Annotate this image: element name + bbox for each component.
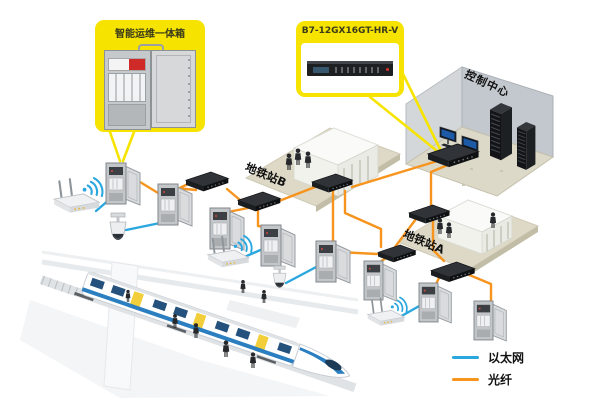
fiber-line-swatch — [452, 377, 479, 381]
wifi-access-point — [53, 177, 104, 214]
cabinet-open-door — [151, 50, 196, 128]
rackmount-switch-illustration — [307, 61, 393, 76]
cabinet-module-slots — [108, 73, 146, 102]
dome-camera — [108, 211, 128, 242]
dome-camera — [272, 264, 288, 289]
ethernet-line-swatch — [452, 355, 479, 359]
server-rack — [516, 121, 536, 171]
wall-converter-box — [315, 240, 351, 284]
cabinet-callout: 智能运维一体箱 — [95, 20, 205, 132]
legend-row-ethernet: 以太网 — [452, 346, 524, 368]
wifi-access-point — [366, 296, 408, 327]
legend-row-fiber: 光纤 — [452, 368, 524, 390]
wall-converter-box — [363, 260, 397, 302]
cabinet-controller-module — [108, 58, 146, 71]
switch-model-callout: B7-12GX16GT-HR-V — [296, 21, 404, 97]
wall-converter-box — [260, 224, 296, 268]
maintenance-cabinet-illustration — [104, 44, 196, 130]
fiber-legend-label: 光纤 — [488, 372, 513, 387]
switch-photo-panel — [301, 43, 399, 93]
switch-display — [313, 67, 329, 73]
switch-power-led — [386, 68, 389, 71]
server-rack — [489, 102, 513, 161]
fiber-switch — [185, 171, 229, 192]
switch-ports — [335, 67, 379, 73]
cabinet-handle — [138, 44, 164, 52]
cabinet-body — [104, 50, 151, 130]
wall-converter-box — [473, 300, 507, 342]
cabinet-lower-bay — [108, 104, 146, 126]
metro-train — [39, 271, 357, 393]
wall-converter-box — [105, 162, 141, 206]
ethernet-legend-label: 以太网 — [488, 350, 525, 365]
cabinet-callout-title: 智能运维一体箱 — [115, 29, 185, 40]
legend: 以太网 光纤 — [452, 346, 524, 390]
wall-converter-box — [418, 282, 452, 324]
switch-model-label: B7-12GX16GT-HR-V — [301, 26, 399, 36]
fiber-lines — [138, 157, 493, 303]
callout-pointer-lines — [108, 72, 442, 163]
